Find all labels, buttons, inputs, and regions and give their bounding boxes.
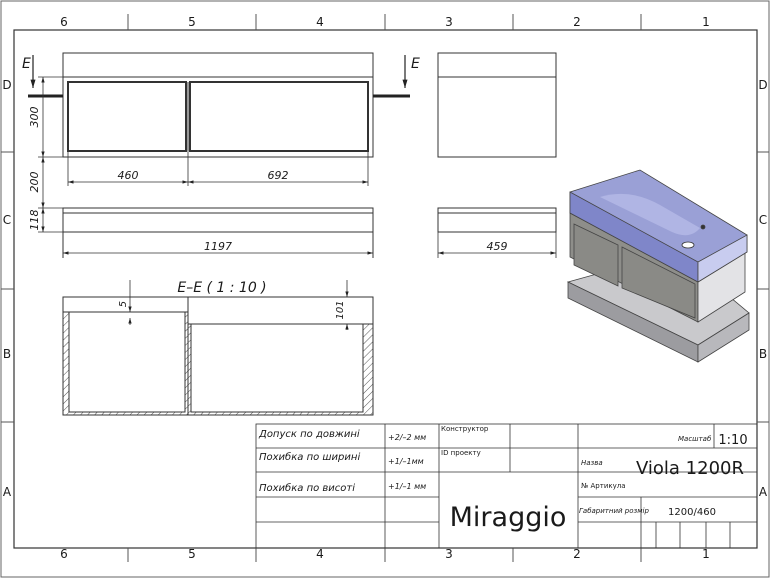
dim-section-top: 101	[335, 300, 346, 319]
dim-right-drawer: 692	[268, 169, 289, 182]
col-bottom-3: 3	[445, 547, 453, 561]
row-right-a: A	[759, 485, 768, 499]
col-top-1: 1	[702, 15, 710, 29]
product-name: Viola 1200R	[636, 458, 744, 479]
dim-left-drawer: 460	[118, 169, 139, 182]
depth-dimension	[437, 232, 557, 258]
row-right-b: B	[759, 347, 767, 361]
vertical-dimensions	[38, 76, 63, 233]
col-bottom-2: 2	[573, 547, 581, 561]
drawer-dimensions	[67, 151, 369, 186]
section-marker-left: E	[22, 56, 31, 72]
dim-height-upper: 300	[28, 107, 41, 128]
scale-value: 1:10	[718, 433, 747, 448]
project-id-label: ID проекту	[441, 449, 481, 457]
dim-section-wall: 5	[118, 301, 129, 307]
tolerance-label-length: Допуск по довжині	[258, 428, 360, 440]
isometric-view	[566, 169, 750, 363]
dim-height-gap: 200	[28, 172, 41, 193]
col-top-5: 5	[188, 15, 196, 29]
zone-labels: 6 5 4 3 2 1 6 5 4 3 2 1 D C B A D C B A	[2, 15, 768, 561]
section-view	[62, 296, 374, 416]
constructor-label: Конструктор	[441, 425, 489, 433]
section-dimensions	[128, 280, 349, 330]
col-top-2: 2	[573, 15, 581, 29]
front-view	[62, 52, 374, 158]
section-title: E–E ( 1 : 10 )	[177, 280, 266, 296]
tolerance-label-height: Похибка по висоті	[259, 482, 355, 494]
section-markers: E E	[22, 55, 420, 98]
side-view	[437, 52, 557, 233]
title-block-grid	[255, 423, 758, 549]
name-label: Назва	[581, 459, 603, 467]
row-left-a: A	[3, 485, 12, 499]
shelf-front-view	[62, 207, 374, 258]
tolerance-label-width: Похибка по ширині	[259, 451, 360, 463]
col-top-6: 6	[60, 15, 68, 29]
row-left-b: B	[3, 347, 11, 361]
col-bottom-1: 1	[702, 547, 710, 561]
col-top-4: 4	[316, 15, 324, 29]
col-bottom-5: 5	[188, 547, 196, 561]
scale-label: Масштаб	[678, 435, 712, 443]
row-right-c: C	[759, 213, 767, 227]
dim-depth: 459	[487, 240, 508, 253]
row-left-d: D	[2, 78, 11, 92]
article-label: № Артикула	[581, 482, 626, 490]
brand-name: Miraggio	[450, 502, 567, 533]
zone-ticks	[1, 14, 769, 562]
tolerance-value-height: +1/–1 мм	[388, 482, 426, 491]
col-bottom-4: 4	[316, 547, 324, 561]
col-top-3: 3	[445, 15, 453, 29]
tolerance-value-length: +2/–2 мм	[388, 433, 426, 442]
dim-overall-width: 1197	[204, 240, 232, 253]
col-bottom-6: 6	[60, 547, 68, 561]
tolerance-value-width: +1/–1мм	[388, 457, 424, 466]
dim-height-shelf: 118	[28, 210, 41, 231]
overall-size-value: 1200/460	[668, 507, 716, 518]
row-right-d: D	[758, 78, 767, 92]
section-marker-right: E	[411, 56, 420, 72]
overall-size-label: Габаритний розмір	[579, 507, 649, 515]
row-left-c: C	[3, 213, 11, 227]
